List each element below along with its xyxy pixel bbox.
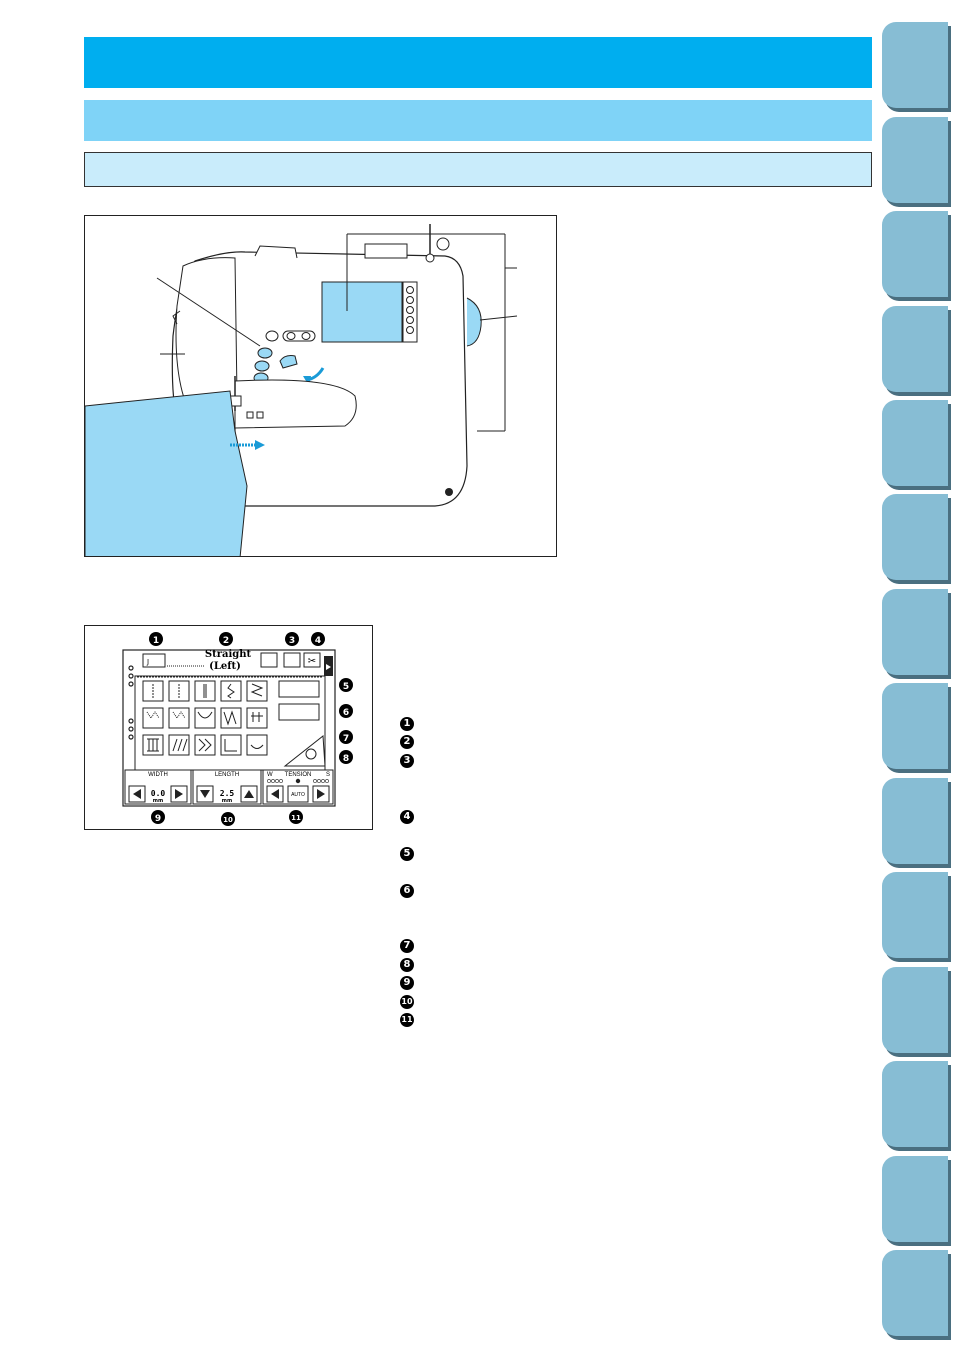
legend-number-8: 8 [400,958,414,972]
legend-number-4: 4 [400,810,414,824]
stitch-name-line1: Straight [205,649,252,660]
needle-position-key[interactable] [283,652,301,668]
svg-text:J: J [146,658,149,666]
svg-text:6: 6 [343,708,349,718]
legend-number-7: 7 [400,939,414,953]
side-tab-8[interactable] [882,683,948,769]
callout-1: 1 [149,632,163,646]
length-value: 2.5 [220,789,235,798]
lcd-screen-illustration: 1 2 3 4 5 6 7 8 9 10 11 J Straight (Left… [122,632,353,826]
side-tab-6[interactable] [882,494,948,580]
svg-text:7: 7 [343,734,349,744]
stitch-name-line2: (Left) [209,661,241,672]
tension-auto-button[interactable] [287,785,309,803]
svg-text:8: 8 [343,754,349,764]
svg-text:9: 9 [155,814,161,824]
svg-text:2: 2 [223,636,229,646]
svg-text:3: 3 [289,636,295,646]
side-tab-2[interactable] [882,117,948,203]
side-tab-1[interactable] [882,22,948,108]
memory-key[interactable] [260,652,278,668]
side-tab-3[interactable] [882,211,948,297]
callout-11: 11 [289,810,303,824]
subsection-title-bar [84,152,872,187]
lcd-screen-figure: 1 2 3 4 5 6 7 8 9 10 11 J Straight (Left… [84,625,373,830]
svg-text:1: 1 [153,636,159,646]
side-tab-12[interactable] [882,1061,948,1147]
callout-10: 10 [221,812,235,826]
side-tab-5[interactable] [882,400,948,486]
side-tab-7[interactable] [882,589,948,675]
utility-stitch-key[interactable] [278,680,320,698]
length-unit: mm [222,798,232,804]
legend-number-6: 6 [400,884,414,898]
length-label: LENGTH [215,772,239,778]
callout-3: 3 [285,632,299,646]
side-tab-13[interactable] [882,1156,948,1242]
svg-text:10: 10 [223,816,233,824]
callout-2: 2 [219,632,233,646]
sewing-machine-figure [84,215,557,557]
width-value: 0.0 [151,789,166,798]
sewing-machine-illustration [85,224,518,556]
callout-8: 8 [339,750,353,764]
legend-number-1: 1 [400,717,414,731]
page-turn-key[interactable] [283,735,326,767]
callout-4: 4 [311,632,325,646]
svg-text:11: 11 [291,814,301,822]
chapter-title-bar [84,37,872,88]
side-tab-11[interactable] [882,967,948,1053]
scissors-key[interactable] [303,652,321,668]
tension-s-label: S [326,772,330,778]
callout-6: 6 [339,704,353,718]
side-tab-4[interactable] [882,306,948,392]
svg-text:5: 5 [343,682,349,692]
legend-number-2: 2 [400,735,414,749]
legend-number-10: 10 [400,995,414,1009]
legend-number-11: 11 [400,1013,414,1027]
width-unit: mm [153,798,163,804]
tension-label: TENSION [285,772,312,778]
buttonhole-key[interactable] [278,703,320,721]
side-tab-14[interactable] [882,1250,948,1336]
side-tab-10[interactable] [882,872,948,958]
width-label: WIDTH [148,772,168,778]
legend-number-9: 9 [400,976,414,990]
tension-w-label: W [267,772,273,778]
svg-text:4: 4 [315,636,321,646]
callout-7: 7 [339,730,353,744]
callout-5: 5 [339,678,353,692]
side-tab-9[interactable] [882,778,948,864]
scissors-icon: ✂ [308,656,316,667]
legend-number-5: 5 [400,847,414,861]
callout-9: 9 [151,810,165,824]
legend-number-3: 3 [400,754,414,768]
section-title-bar [84,100,872,141]
auto-label: AUTO [291,792,305,798]
